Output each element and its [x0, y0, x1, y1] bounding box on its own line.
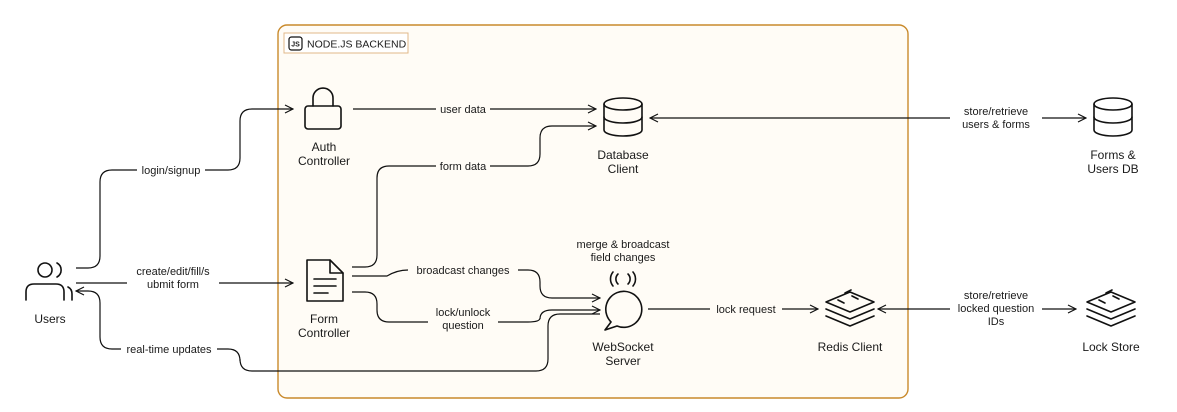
users-label: Users [34, 312, 65, 326]
database-client-label-1: Database [597, 148, 649, 162]
node-lock-store: Lock Store [1082, 289, 1140, 354]
lock-store-label: Lock Store [1082, 340, 1140, 354]
nodejs-logo-icon: JS [288, 36, 303, 51]
edge-realtime-updates [76, 291, 600, 372]
form-controller-label-1: Form [310, 312, 338, 326]
svg-text:IDs: IDs [988, 316, 1005, 328]
label-lock-unlock: lock/unlock question [428, 305, 498, 333]
svg-text:real-time updates: real-time updates [127, 344, 212, 356]
forms-users-db-label-1: Forms & [1090, 148, 1135, 162]
label-create-edit: create/edit/fill/s ubmit form [127, 264, 219, 292]
document-icon [306, 259, 344, 302]
auth-controller-label-1: Auth [312, 140, 337, 154]
database-icon [603, 97, 643, 137]
users-icon [25, 262, 73, 301]
node-form-controller: Form Controller [298, 259, 350, 340]
websocket-server-label-1: WebSocket [592, 340, 654, 354]
svg-text:question: question [442, 320, 484, 332]
websocket-server-label-2: Server [605, 354, 640, 368]
label-form-data: form data [436, 159, 490, 173]
svg-text:form data: form data [440, 161, 487, 173]
websocket-note-1: merge & broadcast [577, 239, 670, 251]
container-title: NODE.JS BACKEND [307, 39, 407, 51]
label-broadcast-changes: broadcast changes [408, 263, 518, 277]
forms-users-db-label-2: Users DB [1087, 162, 1138, 176]
redis-icon [825, 289, 875, 327]
lock-icon [304, 87, 342, 130]
container-header: JS NODE.JS BACKEND [283, 32, 409, 54]
redis-icon [1086, 289, 1136, 327]
svg-text:broadcast changes: broadcast changes [417, 265, 510, 277]
svg-text:user data: user data [440, 104, 487, 116]
node-redis-client: Redis Client [818, 289, 883, 354]
node-forms-users-db: Forms & Users DB [1087, 97, 1139, 176]
auth-controller-label-2: Controller [298, 154, 350, 168]
node-database-client: Database Client [597, 97, 649, 176]
label-user-data: user data [436, 102, 490, 116]
svg-text:ubmit form: ubmit form [147, 279, 199, 291]
label-lock-request: lock request [710, 302, 782, 316]
form-controller-label-2: Controller [298, 326, 350, 340]
redis-client-label: Redis Client [818, 340, 883, 354]
svg-text:locked question: locked question [958, 303, 1034, 315]
svg-text:store/retrieve: store/retrieve [964, 106, 1028, 118]
database-client-label-2: Client [608, 162, 639, 176]
label-login-signup: login/signup [137, 163, 205, 177]
label-lock-store: store/retrieve locked question IDs [950, 288, 1042, 330]
label-realtime-updates: real-time updates [121, 342, 217, 356]
websocket-note-2: field changes [591, 252, 656, 264]
svg-text:JS: JS [291, 42, 300, 49]
svg-text:create/edit/fill/s: create/edit/fill/s [136, 266, 210, 278]
svg-text:users & forms: users & forms [962, 119, 1030, 131]
edge-broadcast-changes [352, 269, 600, 298]
svg-text:lock/unlock: lock/unlock [436, 307, 491, 319]
broadcast-waves-icon [609, 271, 637, 287]
svg-text:store/retrieve: store/retrieve [964, 290, 1028, 302]
database-icon [1093, 97, 1133, 137]
node-auth-controller: Auth Controller [298, 87, 350, 168]
node-websocket-server: merge & broadcast field changes WebSocke… [577, 239, 670, 368]
label-db-store: store/retrieve users & forms [950, 104, 1042, 132]
node-users: Users [25, 262, 73, 326]
svg-text:lock request: lock request [716, 304, 775, 316]
svg-text:login/signup: login/signup [142, 165, 201, 177]
chat-bubble-icon [604, 290, 643, 331]
edge-login-signup [76, 109, 293, 269]
